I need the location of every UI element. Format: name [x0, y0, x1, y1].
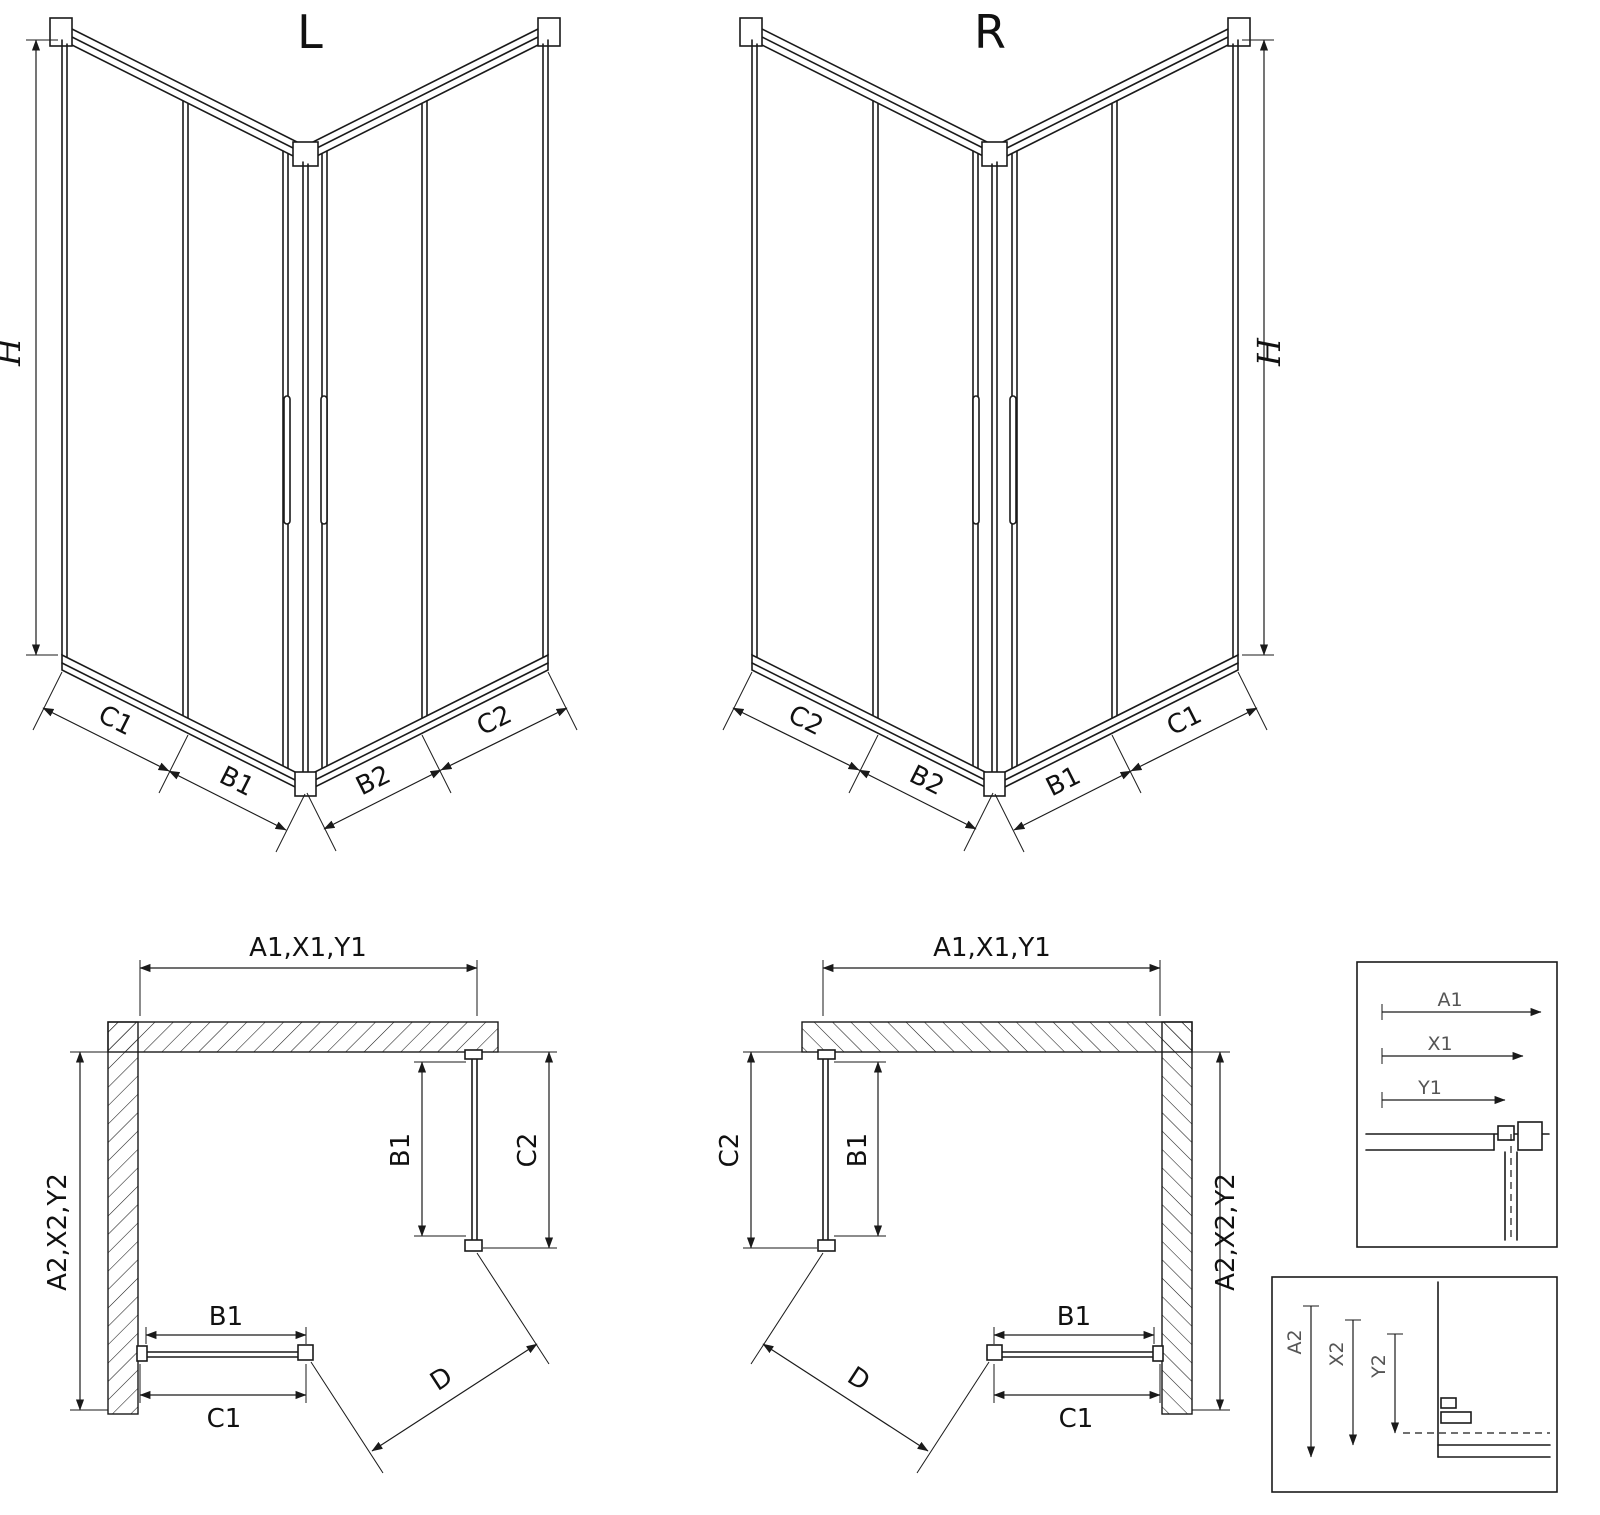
- front-door-dimension: [145, 1327, 307, 1344]
- iso-view-left: L H C1 B1 B2 C2: [0, 5, 578, 853]
- front-panel-dimension: [139, 1364, 307, 1403]
- detail-depth-profile-section: [1403, 1281, 1551, 1458]
- detail-box-frame: [1271, 1276, 1558, 1493]
- depth-dimension: [70, 1051, 108, 1411]
- plan-right-geometry: [743, 960, 1230, 1473]
- corner-cap-bottom: [294, 771, 317, 797]
- rail-end-cap-right: [537, 17, 561, 47]
- plan-view-left: A1,X1,Y1 A2,X2,Y2 B1 C2 B1 C1 D: [43, 933, 557, 1474]
- detail-x2-label: X2: [1326, 1341, 1348, 1366]
- plan-right-labels: A1,X1,Y1 A2,X2,Y2 C2 B1 B1 C1 D: [715, 933, 1241, 1434]
- width-dimension: [139, 960, 478, 1016]
- detail-a1-label: A1: [1437, 989, 1462, 1011]
- plan-left-c2-label: C2: [513, 1133, 543, 1168]
- handle-bar: [320, 395, 328, 525]
- plan-left-c1-label: C1: [207, 1404, 242, 1434]
- front-glass-panel: [136, 1344, 314, 1362]
- detail-x1-label: X1: [1427, 1033, 1452, 1055]
- wall-profile-block: [136, 1345, 148, 1362]
- profile-block: [1440, 1397, 1457, 1409]
- iso-left-c1-label: C1: [93, 700, 137, 742]
- plan-right-b1-side-label: B1: [843, 1133, 873, 1167]
- detail-a2-label: A2: [1284, 1329, 1306, 1354]
- corner-profile-block: [297, 1344, 314, 1361]
- plan-right-c1-label: C1: [1059, 1404, 1094, 1434]
- plan-geometry: [70, 960, 557, 1474]
- iso-right-title: R: [974, 5, 1006, 59]
- bottom-left-dimensions: [32, 671, 306, 853]
- side-door-dimension: [414, 1061, 466, 1237]
- profile-block: [1517, 1121, 1543, 1151]
- plan-right-depth-label: A2,X2,Y2: [1211, 1173, 1241, 1291]
- rail-end-cap-left: [49, 17, 73, 47]
- height-dimension: [26, 39, 58, 656]
- plan-view-right: A1,X1,Y1 A2,X2,Y2 C2 B1 B1 C1 D: [715, 933, 1241, 1473]
- profile-block: [1497, 1125, 1515, 1141]
- iso-view-right: R H C2 B2 B1 C1: [723, 5, 1288, 852]
- detail-y2-label: Y2: [1368, 1354, 1390, 1379]
- bottom-rails: [61, 653, 549, 797]
- iso-right-c1-label: C1: [1162, 700, 1206, 742]
- plan-left-d-label: D: [425, 1361, 458, 1397]
- plan-left-labels: A1,X1,Y1 A2,X2,Y2 B1 C2 B1 C1 D: [43, 933, 543, 1434]
- bottom-right-dimensions: [306, 671, 578, 852]
- iso-enclosure-geometry: [26, 17, 578, 853]
- door-handles: [283, 395, 328, 525]
- detail-width-box: A1 X1 Y1: [1356, 961, 1558, 1248]
- corner-cap-top: [292, 141, 319, 167]
- detail-depth-box: A2 X2 Y2: [1271, 1276, 1558, 1493]
- side-panel-dimension: [483, 1051, 557, 1249]
- wall-profile-block: [464, 1049, 483, 1060]
- corner-profile-block: [464, 1239, 483, 1252]
- plan-left-b1-side-label: B1: [386, 1133, 416, 1167]
- plan-right-width-label: A1,X1,Y1: [933, 933, 1051, 963]
- iso-left-title: L: [297, 5, 323, 59]
- handle-bar: [283, 395, 291, 525]
- iso-left-h-label: H: [0, 337, 28, 367]
- wall-top-hatched: [107, 1021, 499, 1053]
- plan-right-d-label: D: [842, 1361, 875, 1397]
- iso-right-h-label: H: [1250, 337, 1288, 367]
- wall-side-hatched: [107, 1021, 139, 1415]
- detail-y1-label: Y1: [1417, 1077, 1442, 1099]
- plan-right-b1-front-label: B1: [1057, 1302, 1091, 1332]
- plan-left-b1-front-label: B1: [209, 1302, 243, 1332]
- detail-box-frame: [1356, 961, 1558, 1248]
- plan-left-depth-label: A2,X2,Y2: [43, 1173, 73, 1291]
- profile-block: [1440, 1411, 1472, 1424]
- plan-right-c2-label: C2: [715, 1133, 745, 1168]
- diagonal-dimension: [310, 1252, 550, 1474]
- detail-width-profile-section: [1365, 1121, 1550, 1241]
- plan-left-width-label: A1,X1,Y1: [249, 933, 367, 963]
- side-glass-panel: [464, 1049, 483, 1252]
- top-rails: [49, 17, 561, 167]
